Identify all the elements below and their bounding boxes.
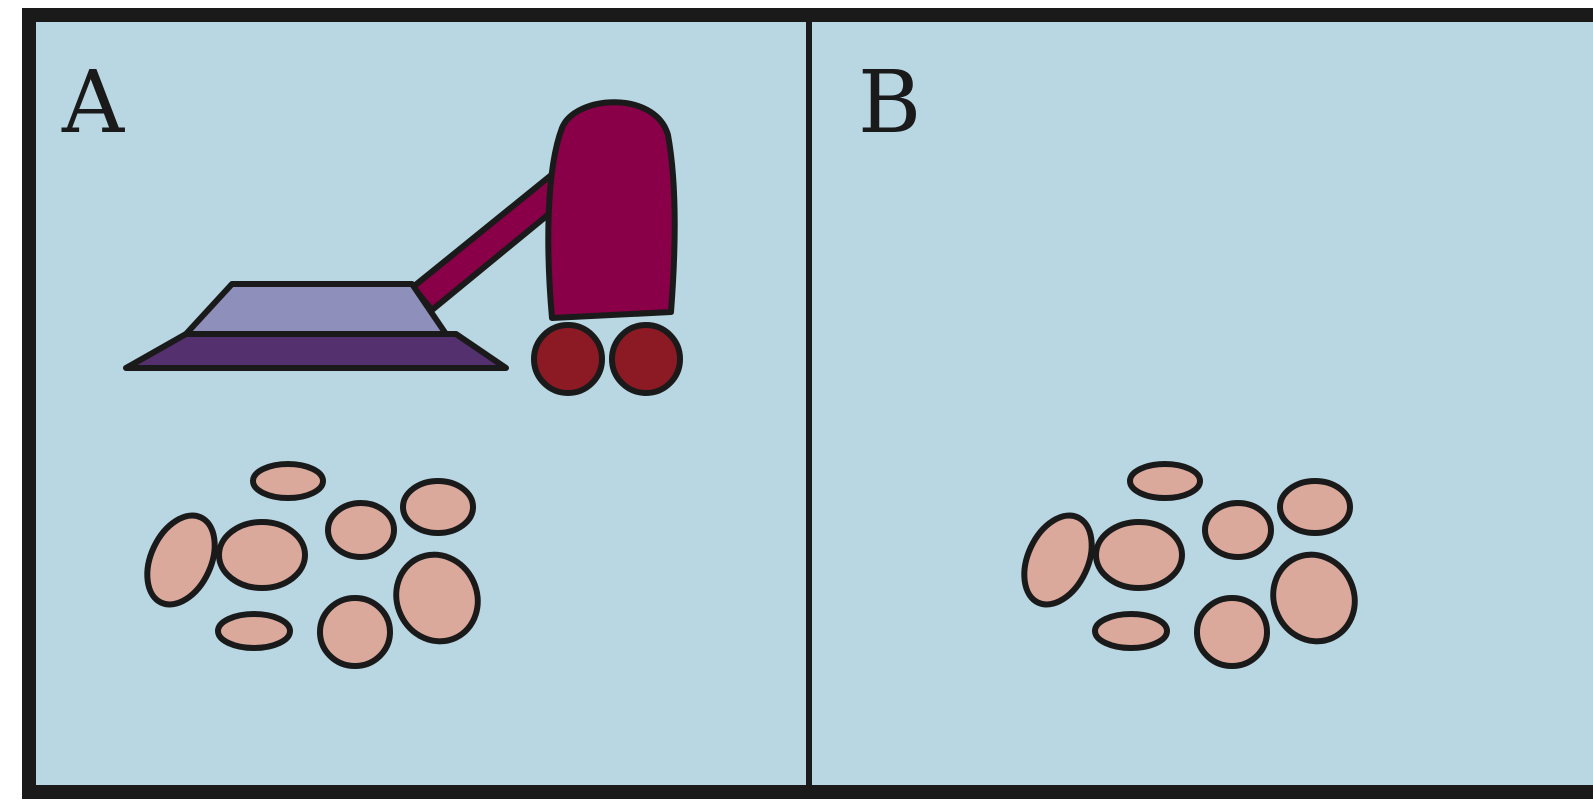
panel-a-label: A bbox=[61, 53, 125, 153]
vacuum-wheel-right bbox=[612, 325, 680, 393]
vacuum-canister bbox=[548, 102, 674, 318]
vacuum-head-base bbox=[126, 334, 506, 368]
panel-b-label: B bbox=[858, 53, 921, 153]
vacuum-head-top bbox=[186, 284, 446, 334]
vacuum-wheel-left bbox=[534, 325, 602, 393]
